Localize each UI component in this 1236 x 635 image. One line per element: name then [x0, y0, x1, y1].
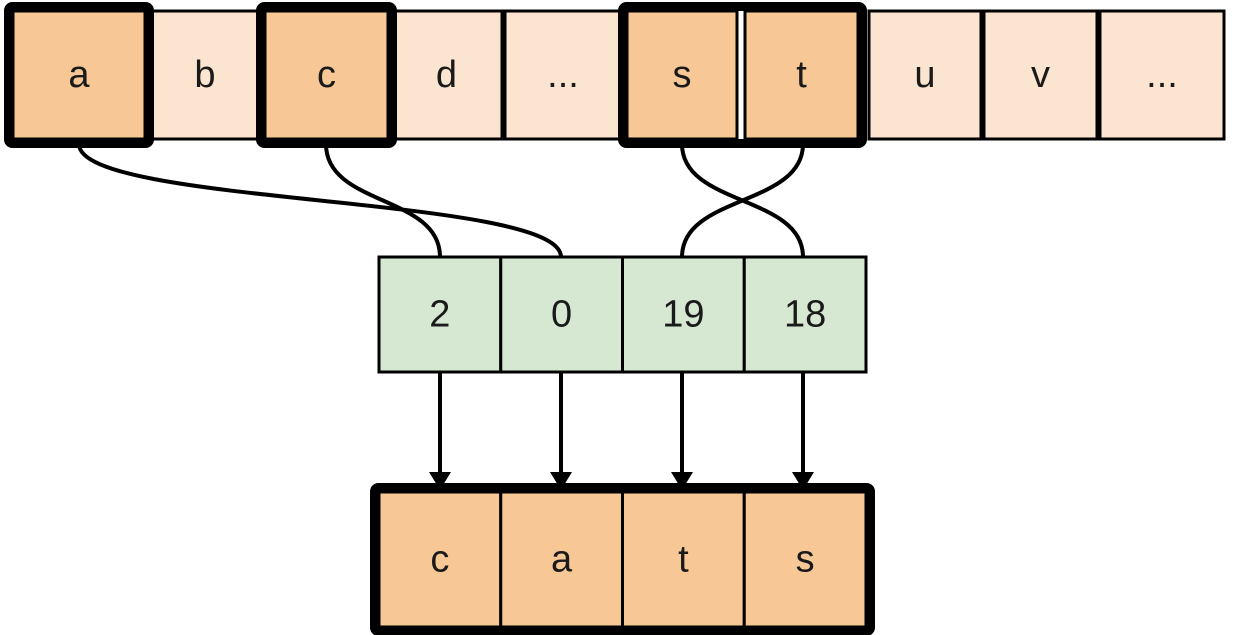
alphabet-cell-label-3: d	[436, 54, 457, 96]
output-array-outline	[370, 483, 875, 635]
alphabet-cell-label-2: c	[317, 54, 336, 96]
connector-c-to-index-2	[324, 143, 442, 258]
alphabet-cell-ellipsis-9[interactable]	[1098, 9, 1226, 141]
alphabet-cell-ellipsis-4[interactable]	[503, 9, 623, 141]
alphabet-highlight-outlines	[4, 2, 867, 148]
output-cell-letter-2: t	[678, 539, 689, 581]
index-cell-1[interactable]	[499, 255, 624, 374]
alphabet-cell-s[interactable]	[625, 9, 739, 141]
arrow-index-to-output-0	[429, 372, 451, 490]
index-cell-3[interactable]	[742, 255, 868, 374]
alphabet-cell-label-1: b	[194, 54, 215, 96]
highlight-box-st	[618, 2, 867, 148]
output-cell-letter-1: a	[551, 539, 573, 581]
alphabet-cell-label-4: ...	[547, 54, 579, 96]
alphabet-cell-label-0: a	[68, 54, 90, 96]
index-cell-0[interactable]	[377, 255, 503, 374]
highlight-box-a	[4, 2, 154, 148]
alphabet-cell-b[interactable]	[146, 9, 264, 141]
connector-a-to-index-0	[77, 143, 563, 258]
alphabet-cell-label-5: s	[673, 54, 692, 96]
arrow-index-to-output-1	[550, 372, 572, 490]
alphabet-cell-a[interactable]	[11, 9, 147, 141]
alphabet-cell-c[interactable]	[263, 9, 390, 141]
alphabet-cell-label-8: v	[1031, 54, 1050, 96]
output-cell-letter-0: c	[430, 539, 449, 581]
alphabet-cell-label-6: t	[796, 54, 807, 96]
index-cell-value-3: 18	[784, 294, 826, 336]
highlight-box-c	[256, 2, 397, 148]
alphabet-cell-label-7: u	[914, 54, 935, 96]
alphabet-cell-d[interactable]	[389, 9, 504, 141]
alphabet-array: a b c d... s t u v...	[11, 9, 1226, 141]
connector-t-to-index-19	[680, 143, 805, 258]
arrow-index-to-output-3	[792, 372, 814, 490]
output-cell-letter-3: s	[796, 539, 815, 581]
index-cell-value-0: 2	[429, 294, 450, 336]
alphabet-cell-label-9: ...	[1146, 54, 1178, 96]
arrow-index-to-output-2	[671, 372, 693, 490]
alphabet-cell-u[interactable]	[867, 9, 983, 141]
letter-to-index-connectors	[77, 143, 805, 258]
output-cell-1[interactable]	[499, 490, 624, 629]
alphabet-cell-v[interactable]	[982, 9, 1099, 141]
index-cell-value-1: 0	[551, 294, 572, 336]
index-to-output-arrows	[429, 372, 814, 490]
index-cell-value-2: 19	[662, 294, 704, 336]
